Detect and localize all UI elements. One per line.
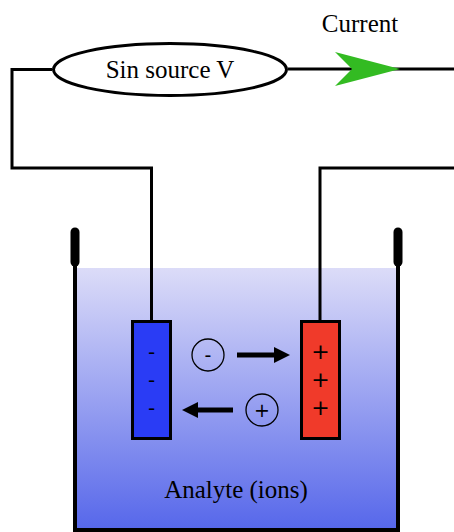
circle [246,394,278,426]
node-text: + [311,338,329,366]
cation: + [245,393,279,427]
connector [182,402,233,418]
arrowhead [274,347,290,363]
analyte-label: Analyte (ions) [164,476,308,504]
rect [133,322,171,439]
negative-electrode: --- [131,320,172,440]
node-text: - [148,366,155,394]
node-text: - [148,394,155,422]
arrow-shaft [196,408,233,413]
analyte-liquid [75,268,398,532]
anion: - [191,338,225,372]
rect [302,322,340,439]
node-text: + [311,366,329,394]
sine-source: Sin source V [52,42,288,97]
beaker [75,232,398,530]
wire [320,168,454,322]
current-arrow [335,52,400,86]
beaker-rim [71,232,80,262]
connector [237,347,290,363]
ellipse [54,44,287,96]
current-label: Current [322,10,398,38]
wire [12,70,152,321]
connector [12,70,152,321]
node-text: + [254,399,270,421]
node-text: - [205,344,212,366]
beaker-rim [394,232,403,262]
node-text: + [311,394,329,422]
node-text: - [148,338,155,366]
node-text: Sin source V [106,55,235,84]
positive-electrode: +++ [300,320,341,440]
arrowhead [182,402,198,418]
arrow-shaft [237,353,276,358]
circle [192,339,224,371]
